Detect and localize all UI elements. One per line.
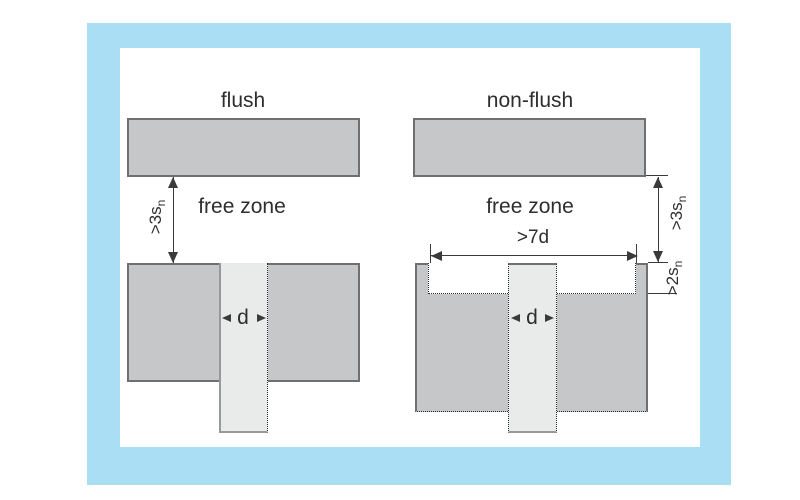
non-flush-free-zone-label: free zone [486, 195, 574, 218]
arrow-right-icon [257, 314, 266, 322]
flush-clearance-label: >3sn [145, 199, 169, 235]
diagram-canvas: flush >3sn free zone d [120, 48, 700, 447]
arrow-down-icon [653, 251, 663, 262]
flush-title: flush [220, 89, 266, 112]
arrow-left-icon [222, 314, 231, 322]
non-flush-sensor [508, 263, 557, 433]
dimension-line [173, 177, 174, 263]
extension-line [646, 175, 668, 176]
arrow-up-icon [168, 177, 178, 188]
extension-line [648, 262, 668, 263]
arrow-right-icon [545, 314, 554, 322]
blue-frame: flush >3sn free zone d [87, 23, 731, 485]
arrow-left-icon [511, 314, 520, 322]
flush-sensor [219, 263, 268, 433]
arrow-right-icon [627, 251, 638, 261]
non-flush-target-plate [413, 118, 646, 177]
flush-free-zone-label: free zone [198, 195, 286, 218]
arrow-down-icon [168, 252, 178, 263]
dimension-line [658, 177, 659, 262]
arrow-up-icon [653, 177, 663, 188]
recess-depth-label: >2sn [662, 260, 686, 296]
flush-diameter-label: d [237, 306, 249, 329]
non-flush-title: non-flush [486, 89, 574, 112]
non-flush-clearance-label: >3sn [666, 195, 690, 231]
arrow-left-icon [431, 251, 442, 261]
non-flush-diameter-label: d [526, 306, 538, 329]
recess-width-label: >7d [516, 227, 550, 248]
extension-line [430, 244, 431, 263]
flush-target-plate [127, 118, 360, 177]
extension-line [648, 293, 677, 294]
dimension-line [431, 255, 636, 256]
